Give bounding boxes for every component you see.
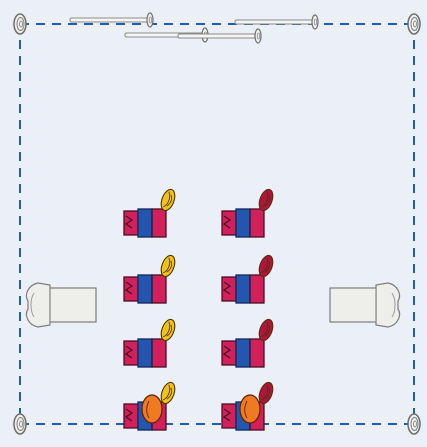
token-badge-icon xyxy=(160,188,176,212)
right-token-column xyxy=(221,188,275,431)
spiral-pin-icon xyxy=(407,413,421,435)
token-badge-icon xyxy=(160,318,176,342)
token-badge-icon xyxy=(258,254,274,278)
left-token-column xyxy=(123,188,177,431)
token-badge-icon xyxy=(160,381,176,405)
orange-marker-icon xyxy=(141,394,163,424)
token[interactable] xyxy=(123,188,177,238)
spiral-pin-icon xyxy=(13,13,27,35)
token-badge-icon xyxy=(258,381,274,405)
token[interactable] xyxy=(221,381,275,431)
side-pieces xyxy=(25,282,401,328)
token[interactable] xyxy=(123,381,177,431)
token[interactable] xyxy=(221,318,275,368)
spiral-pin-icon xyxy=(407,13,421,35)
token-badge-icon xyxy=(258,318,274,342)
top-rods xyxy=(69,12,319,44)
spiral-pin-icon xyxy=(13,413,27,435)
token-badge-icon xyxy=(160,254,176,278)
orange-marker-icon xyxy=(239,394,261,424)
dashed-border xyxy=(19,23,415,425)
corner-pins xyxy=(13,13,421,435)
token-badge-icon xyxy=(258,188,274,212)
pin-rod-icon xyxy=(234,14,319,30)
paper-cup-icon xyxy=(329,282,401,328)
paper-cup-icon xyxy=(25,282,97,328)
token[interactable] xyxy=(221,188,275,238)
token[interactable] xyxy=(123,254,177,304)
token[interactable] xyxy=(221,254,275,304)
token[interactable] xyxy=(123,318,177,368)
pin-rod-icon xyxy=(69,12,154,28)
pin-rod-icon xyxy=(177,28,262,44)
